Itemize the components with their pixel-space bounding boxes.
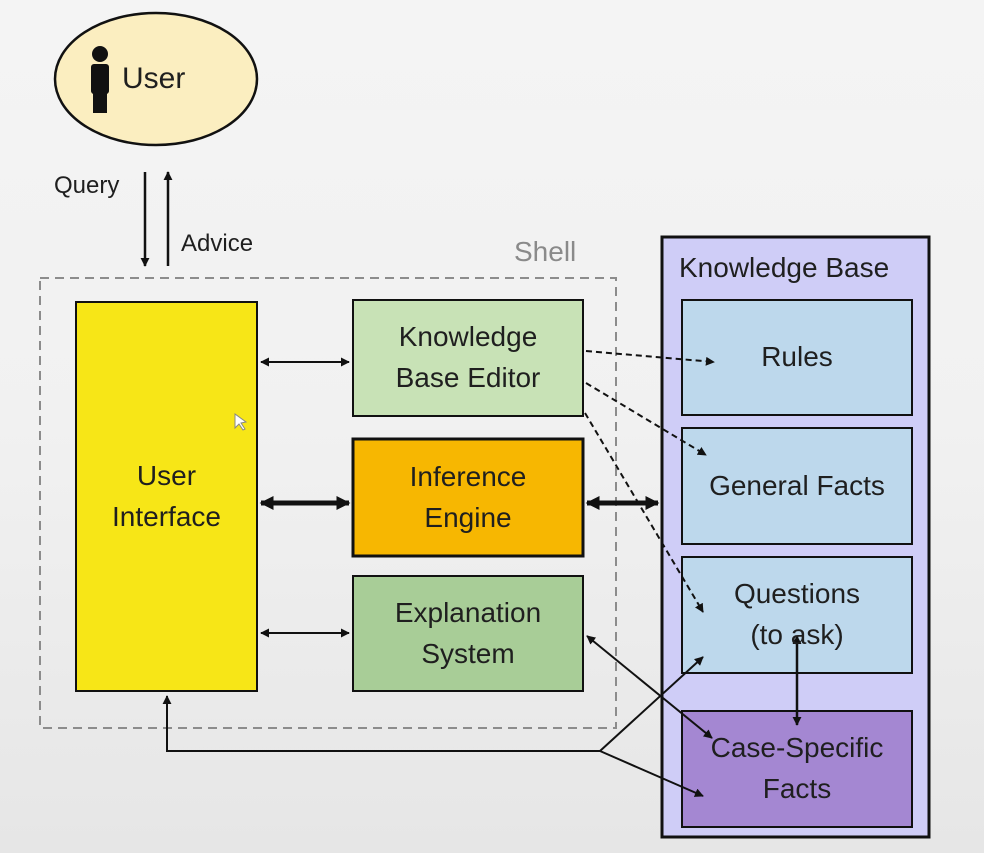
knowledge-base-title: Knowledge Base [679, 252, 890, 283]
editor-rules-dashed-arrow [585, 350, 715, 366]
editor-facts-dashed-arrow [585, 382, 707, 456]
kb-to-ui-path [162, 695, 600, 752]
user-label: User [122, 62, 186, 95]
inference-engine-label: Inference Engine [409, 460, 527, 533]
user-interface-label: User Interface [112, 459, 221, 532]
fork-to-casefacts-arrow [599, 750, 704, 797]
editor-questions-dashed-arrow [584, 412, 704, 613]
advice-label: Advice [181, 230, 254, 257]
cursor-icon [234, 413, 248, 431]
case-specific-facts-label: Case-Specific Facts [710, 732, 884, 804]
fork-to-questions-arrow [599, 656, 704, 752]
questions-label: Questions (to ask) [733, 578, 861, 650]
explanation-system-box [352, 575, 584, 692]
shell-label: Shell [514, 236, 577, 267]
explanation-system-label: Explanation System [394, 596, 542, 669]
query-label: Query [54, 172, 120, 199]
rules-label: Rules [761, 341, 833, 373]
explanation-casefacts-arrow [586, 635, 713, 739]
general-facts-box [681, 427, 913, 545]
kb-editor-label: Knowledge Base Editor [395, 321, 541, 393]
inference-engine-box [351, 437, 585, 558]
person-icon [91, 46, 109, 113]
general-facts-label: General Facts [709, 469, 885, 501]
rules-box [681, 299, 913, 416]
kb-editor-box [352, 299, 584, 417]
case-specific-facts-box [681, 710, 913, 828]
user-interface-box [75, 301, 258, 692]
